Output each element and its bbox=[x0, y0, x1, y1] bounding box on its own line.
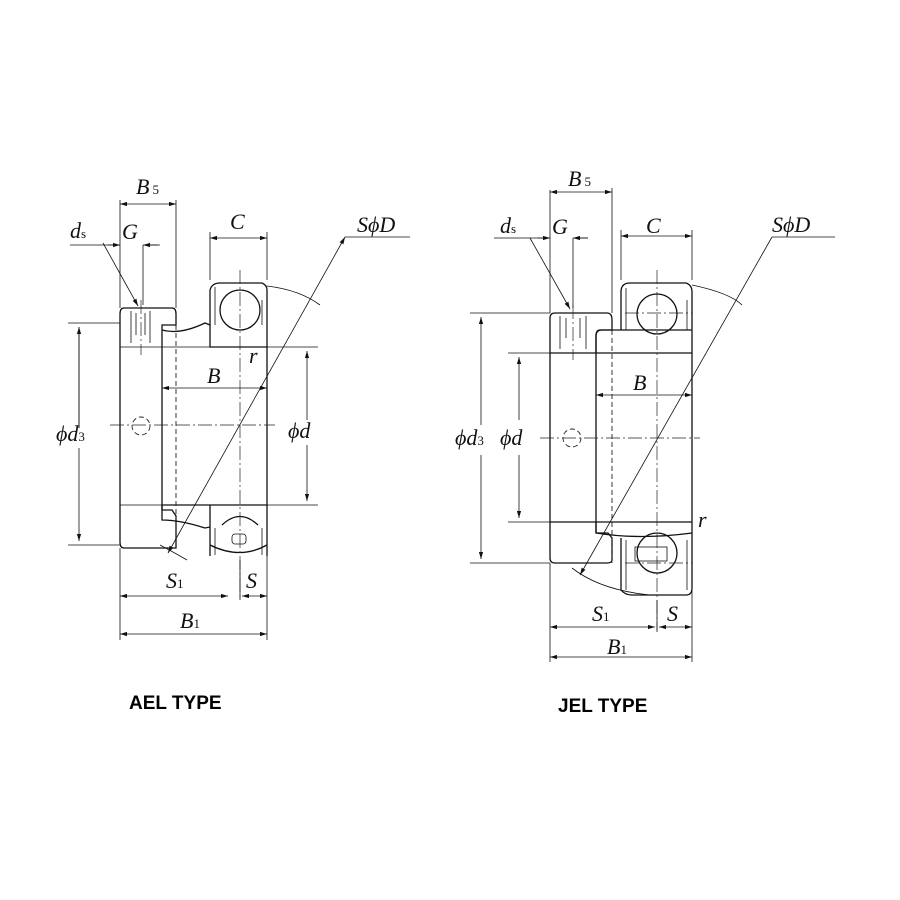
jel-label-sd: SϕD bbox=[772, 212, 810, 237]
ael-collar bbox=[119, 307, 177, 549]
jel-label-s1: S1 bbox=[592, 601, 610, 626]
ael-outer-ring-top bbox=[209, 282, 268, 347]
ael-label-d: ϕd bbox=[288, 418, 311, 443]
jel-collar bbox=[549, 312, 613, 354]
jel-label-b1: B1 bbox=[607, 634, 627, 659]
jel-type-title: JEL TYPE bbox=[558, 696, 647, 717]
jel-label-d3: ϕd3 bbox=[455, 425, 484, 450]
ael-label-sd: SϕD bbox=[357, 212, 395, 237]
ael-label-s: S bbox=[246, 568, 257, 593]
jel-label-ds: ds bbox=[500, 213, 516, 238]
ael-label-b1: B1 bbox=[180, 608, 200, 633]
jel-label-s: S bbox=[667, 601, 678, 626]
ael-label-g: G bbox=[122, 219, 138, 244]
jel-label-c: C bbox=[646, 213, 661, 238]
ael-label-s1: S1 bbox=[166, 568, 184, 593]
jel-label-g: G bbox=[552, 214, 568, 239]
ael-type-title: AEL TYPE bbox=[129, 693, 222, 714]
ael-label-d3: ϕd3 bbox=[56, 421, 85, 446]
ael-label-r: r bbox=[249, 343, 258, 368]
ael-label-c: C bbox=[230, 209, 245, 234]
jel-label-d: ϕd bbox=[500, 425, 523, 450]
jel-inner-ring bbox=[595, 336, 692, 533]
jel-outer-ring bbox=[620, 282, 693, 522]
jel-label-r: r bbox=[698, 507, 707, 532]
ael-label-ds: ds bbox=[70, 218, 86, 243]
jel-label-b: B bbox=[633, 370, 646, 395]
ael-label-b: B bbox=[207, 363, 220, 388]
